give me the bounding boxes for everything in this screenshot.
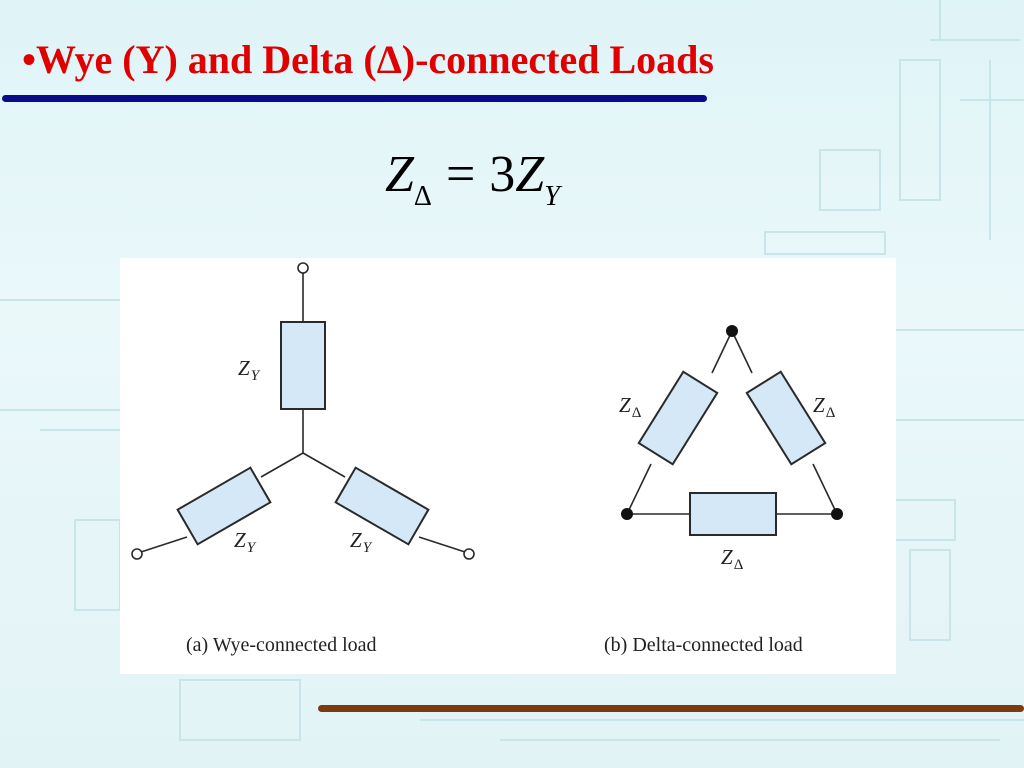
delta-impedance-left xyxy=(637,370,719,466)
delta-wire-left xyxy=(626,463,652,515)
wye-wire-left-outer xyxy=(140,536,188,553)
circuit-diagram xyxy=(131,262,843,560)
wye-impedance-left xyxy=(176,466,272,546)
load-connection-figure: ZY ZY ZY ZΔ ZΔ ZΔ (a) Wye-connected load… xyxy=(120,258,896,674)
wye-wire-right-outer xyxy=(418,536,466,553)
wye-label-left: ZY xyxy=(234,528,256,556)
delta-impedance-bottom xyxy=(689,492,777,536)
wye-label-right: ZY xyxy=(350,528,372,556)
slide-title: •Wye (Y) and Delta (Δ)-connected Loads xyxy=(22,37,714,82)
wye-impedance-right xyxy=(334,466,430,546)
delta-label-right: ZΔ xyxy=(813,393,836,421)
equation-rhs-coefficient: 3 xyxy=(489,146,516,203)
delta-label-bottom: ZΔ xyxy=(721,545,744,573)
equation: ZΔ=3ZY xyxy=(385,145,560,213)
delta-node-right xyxy=(831,508,843,520)
wye-terminal-right xyxy=(463,548,475,560)
equation-operator: = xyxy=(445,146,476,203)
delta-caption: (b) Delta-connected load xyxy=(604,634,803,656)
equation-rhs-subscript: Y xyxy=(544,181,560,212)
equation-lhs-subscript: Δ xyxy=(413,181,432,212)
delta-label-left: ZΔ xyxy=(619,393,642,421)
delta-wire-right xyxy=(812,463,838,515)
delta-wire-top-right xyxy=(731,330,753,374)
delta-wire-top-left xyxy=(711,330,733,374)
equation-rhs-variable: Z xyxy=(515,146,545,203)
wye-impedance-top xyxy=(280,321,326,410)
wye-terminal-top xyxy=(297,262,309,274)
bottom-decorative-rule xyxy=(318,705,1024,712)
title-underline xyxy=(2,95,707,102)
delta-node-left xyxy=(621,508,633,520)
wye-label-top: ZY xyxy=(238,356,260,384)
equation-lhs-variable: Z xyxy=(385,146,414,203)
wye-wire-right-inner xyxy=(302,452,346,478)
wye-caption: (a) Wye-connected load xyxy=(186,634,377,656)
wye-wire-left-inner xyxy=(260,452,304,478)
delta-impedance-right xyxy=(745,370,827,466)
wye-terminal-left xyxy=(131,548,143,560)
delta-node-top xyxy=(726,325,738,337)
